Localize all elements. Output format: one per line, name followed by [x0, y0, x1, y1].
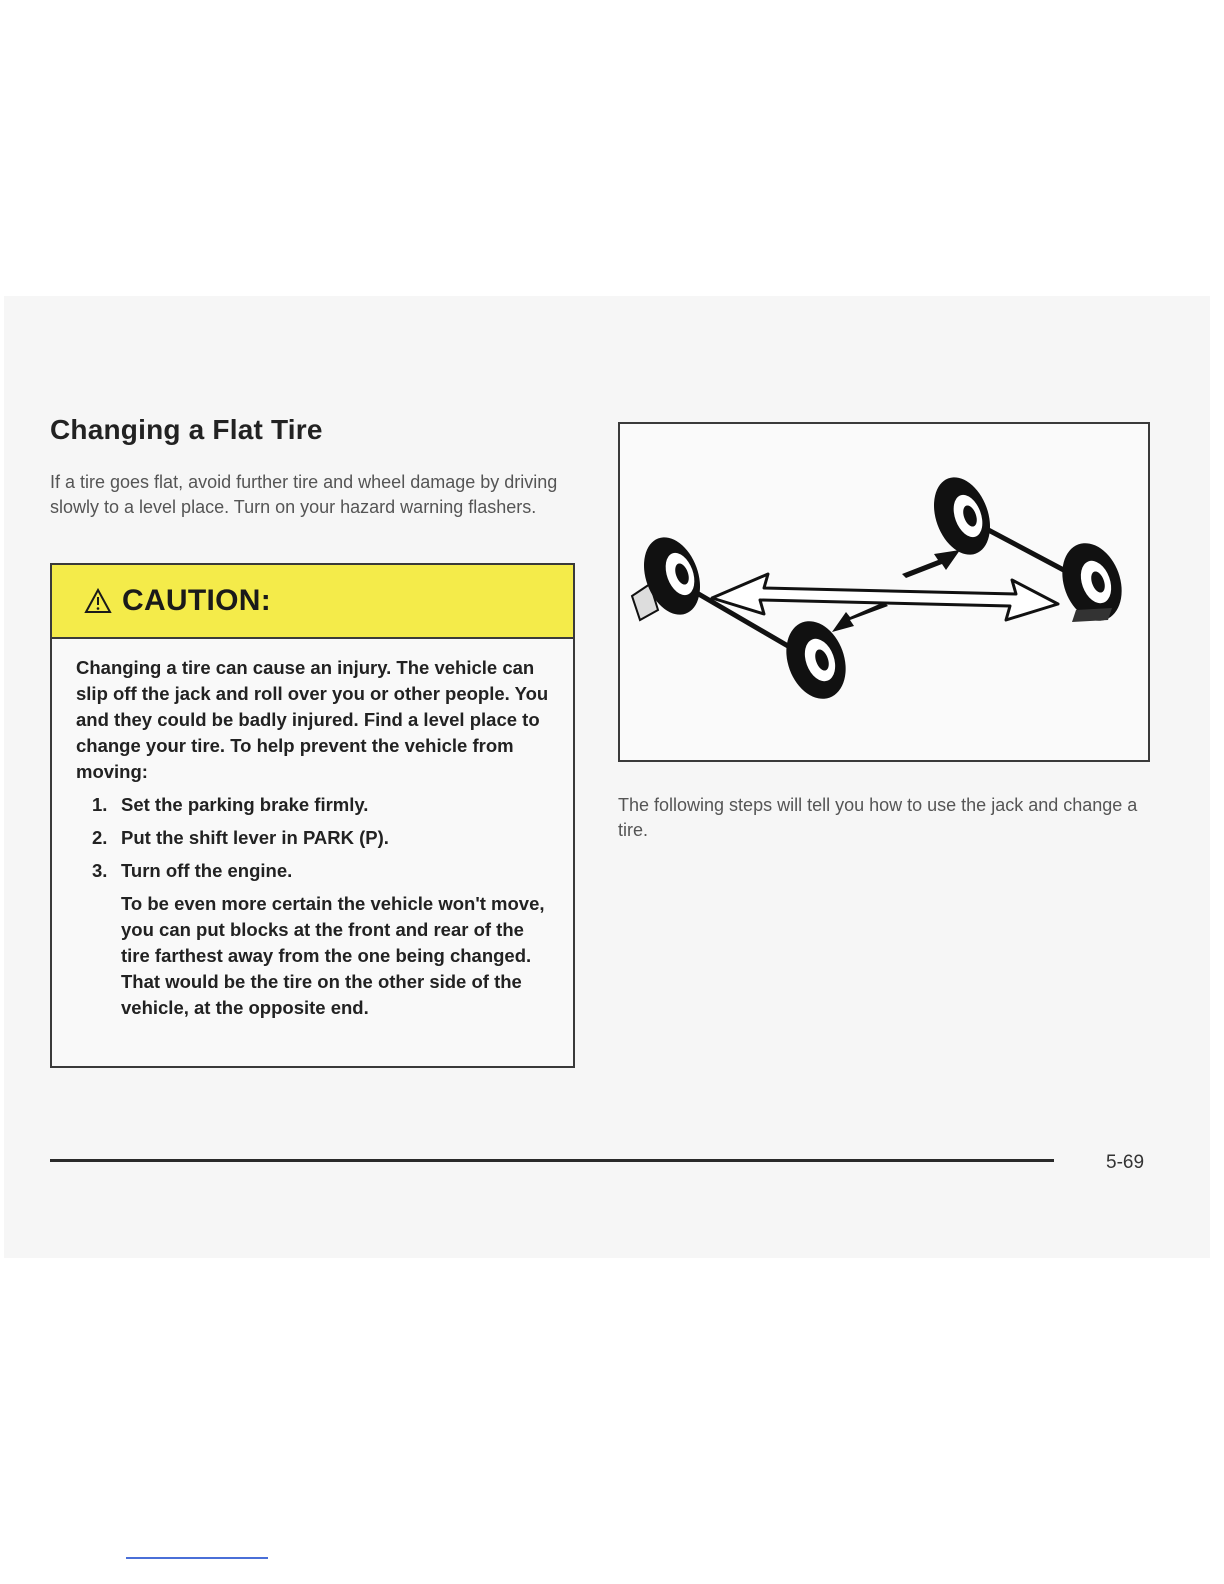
warning-triangle-icon	[84, 588, 112, 613]
wheel-blocking-diagram-icon	[630, 477, 1122, 699]
step-text: Put the shift lever in PARK (P).	[121, 827, 389, 848]
step-number: 2.	[92, 827, 108, 848]
caution-text: Changing a tire can cause an injury. The…	[76, 657, 549, 782]
list-item: 3. Turn off the engine.	[92, 858, 549, 884]
step-text: Turn off the engine.	[121, 860, 293, 881]
caution-header: CAUTION:	[52, 565, 573, 639]
list-item: 2. Put the shift lever in PARK (P).	[92, 825, 549, 851]
wheel-diagram-figure	[618, 422, 1150, 762]
caution-box: CAUTION: Changing a tire can cause an in…	[50, 563, 575, 1068]
section-heading: Changing a Flat Tire	[50, 414, 323, 445]
caution-note: To be even more certain the vehicle won'…	[121, 893, 545, 1018]
caution-body: Changing a tire can cause an injury. The…	[52, 639, 573, 1021]
page-number: 5-69	[1106, 1152, 1145, 1173]
footer-divider	[50, 1159, 1054, 1162]
bottom-underline	[126, 1557, 268, 1559]
step-number: 1.	[92, 794, 108, 815]
step-text: Set the parking brake firmly.	[121, 794, 369, 815]
instructions-paragraph: The following steps will tell you how to…	[618, 795, 1138, 840]
caution-title: CAUTION:	[122, 584, 272, 617]
caution-steps-list: 1. Set the parking brake firmly. 2. Put …	[76, 792, 549, 884]
step-number: 3.	[92, 860, 108, 881]
list-item: 1. Set the parking brake firmly.	[92, 792, 549, 818]
intro-paragraph: If a tire goes flat, avoid further tire …	[50, 472, 558, 517]
